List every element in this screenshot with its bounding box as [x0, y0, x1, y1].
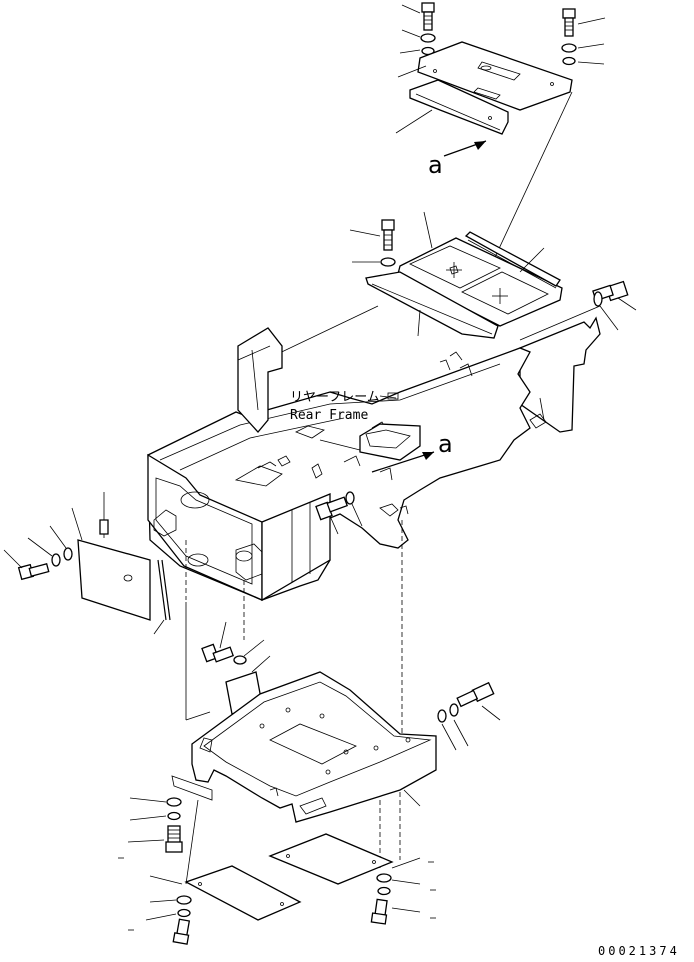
bolt-top-right [562, 8, 576, 37]
right-side-hardware [519, 280, 637, 433]
washer [449, 703, 459, 717]
washer [166, 797, 182, 807]
washer [51, 553, 61, 567]
lower-left-hardware [118, 797, 302, 945]
tower-bracket [237, 327, 283, 433]
bolt-middle [381, 219, 395, 251]
bolt-top-left [421, 2, 435, 31]
washer [562, 56, 576, 66]
bolt-under-right [456, 681, 495, 708]
rear-frame-label-en: Rear Frame [290, 408, 368, 423]
washer [376, 873, 392, 883]
view-arrow-a-mid: a [371, 430, 453, 473]
view-arrow-a-top: a [428, 140, 487, 179]
left-tower [237, 327, 283, 433]
bolt-bottom-left [172, 918, 191, 945]
washer [167, 811, 181, 821]
bolt-bottom-right [370, 898, 388, 925]
rear-frame-label-jp: リヤーフレーム [290, 390, 380, 405]
left-side-cover [3, 492, 171, 635]
bolt-left [17, 563, 50, 581]
drawing-number: 00021374 [598, 944, 680, 958]
washer [233, 655, 247, 665]
bolt-under-upper [201, 643, 235, 663]
side-cover-plate [77, 539, 151, 621]
washer [176, 895, 192, 905]
frame-opening [180, 491, 210, 509]
view-arrow-label: a [428, 151, 443, 179]
rod [157, 559, 167, 621]
under-cover-tray [191, 671, 437, 823]
top-cover-assembly [395, 2, 606, 329]
lower-right-hardware [268, 833, 436, 925]
lower-cover-plate-right [268, 833, 394, 885]
washer [377, 886, 391, 896]
step-lower-plate [365, 271, 499, 339]
cover-plate [417, 41, 573, 111]
bolt-lower-left [165, 825, 183, 853]
washer [177, 908, 191, 918]
view-arrow-label: a [438, 430, 453, 458]
washer [63, 547, 73, 561]
step-plate-assembly [243, 211, 563, 371]
lower-cover-plate-left [184, 865, 302, 921]
cover-bracket [409, 79, 509, 135]
washer [420, 33, 436, 43]
frame-opening [187, 553, 209, 567]
washer [593, 291, 603, 307]
frame-bolt-center [315, 491, 363, 535]
center-bracket [295, 423, 421, 461]
rear-frame-body [147, 347, 531, 640]
washer [561, 43, 577, 53]
washer [380, 257, 396, 267]
side-bracket [519, 316, 601, 433]
step-rail [464, 231, 561, 287]
washer [437, 709, 447, 723]
under-cover-assembly [171, 602, 501, 868]
